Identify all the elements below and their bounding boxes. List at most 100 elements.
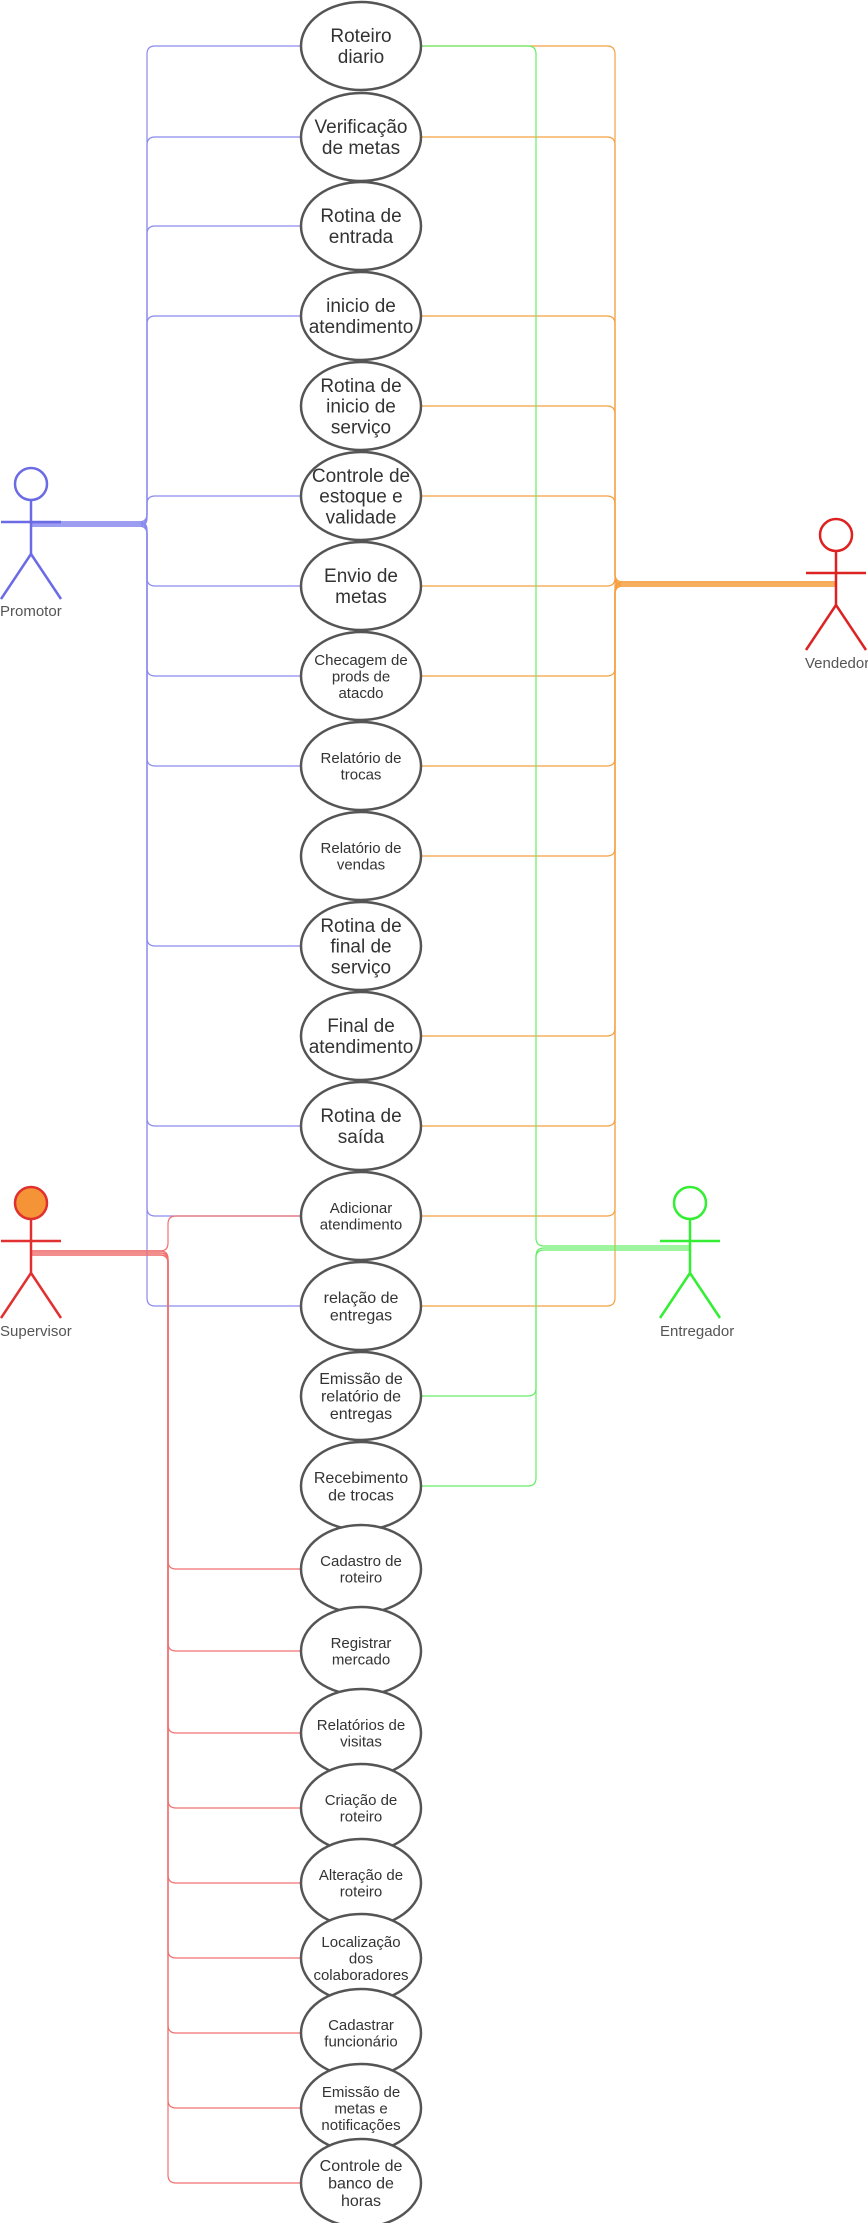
use-case-ellipse — [299, 540, 423, 632]
use-case-label: relação de — [324, 1290, 399, 1307]
association-promotor-relacao-de-entregas — [31, 525, 301, 1307]
use-case-label: Relatório de — [321, 840, 402, 857]
use-case-ellipse — [299, 810, 423, 902]
use-case-label: Controle de — [312, 466, 410, 487]
use-case-label: dos — [349, 1950, 373, 1967]
association-promotor-rotina-de-final-de-servico — [31, 525, 301, 947]
use-case-label: saída — [338, 1127, 385, 1148]
use-case-label: Criação de — [325, 1792, 398, 1809]
use-case-ellipse — [299, 630, 423, 722]
association-promotor-rotina-de-entrada — [31, 225, 301, 527]
use-case-label: mercado — [332, 1652, 390, 1669]
use-case-label: Alteração de — [319, 1867, 403, 1884]
use-case-label: Cadastro de — [320, 1553, 402, 1570]
use-case-label: horas — [341, 2193, 381, 2210]
use-case-label: notificações — [321, 2117, 400, 2134]
use-case-ellipse — [299, 900, 423, 992]
use-case-label: atendimento — [309, 1037, 414, 1058]
use-case-ellipse — [299, 270, 423, 362]
use-case-ellipse — [299, 1170, 423, 1262]
use-case-label: Recebimento — [314, 1470, 408, 1487]
actor-promotor[interactable]: Promotor — [0, 466, 63, 620]
use-case-label: funcionário — [324, 2034, 397, 2051]
association-vendedor-adicionar-atendimento — [421, 585, 836, 1217]
use-case-label: Registrar — [331, 1635, 392, 1652]
use-case-label: Relatório de — [321, 750, 402, 767]
use-case-label: Cadastrar — [328, 2017, 394, 2034]
actor-label: Promotor — [0, 603, 62, 620]
actor-supervisor[interactable]: Supervisor — [0, 1185, 72, 1340]
association-promotor-inicio-de-atendimento — [31, 315, 301, 523]
association-supervisor-registrar-mercado — [31, 1254, 301, 1652]
association-entregador-emissao-de-relatorio-de-entregas — [421, 1247, 690, 1397]
actor-label: Entregador — [660, 1323, 734, 1340]
use-case-ellipse — [299, 0, 423, 92]
use-case-ellipse — [299, 1260, 423, 1352]
use-case-label: inicio de — [326, 397, 396, 418]
association-supervisor-cadastrar-funcionario — [31, 1252, 301, 2034]
use-case-label: metas — [335, 587, 387, 608]
use-case-label: Rotina de — [320, 1106, 401, 1127]
actor-vendedor[interactable]: Vendedor — [804, 517, 868, 672]
association-supervisor-adicionar-atendimento — [31, 1215, 301, 1252]
actor-right-leg-icon — [834, 604, 868, 651]
association-vendedor-final-de-atendimento — [421, 581, 836, 1037]
association-promotor-relatorio-de-trocas — [31, 523, 301, 767]
association-vendedor-checagem-de-prods-de-atacdo — [421, 581, 836, 677]
actor-head-icon — [13, 466, 49, 502]
association-supervisor-localizacao-dos-colaboradores — [31, 1250, 301, 1959]
actor-head-icon — [13, 1185, 49, 1221]
use-case-label: roteiro — [340, 1570, 383, 1587]
actor-left-leg-icon — [658, 1272, 692, 1319]
use-case-label: vendas — [337, 857, 385, 874]
actor-entregador[interactable]: Entregador — [658, 1185, 734, 1340]
association-promotor-adicionar-atendimento — [31, 523, 301, 1217]
use-case-label: trocas — [341, 767, 382, 784]
association-vendedor-rotina-de-saida — [421, 583, 836, 1127]
use-case-label: diario — [338, 47, 384, 68]
use-case-ellipse — [299, 720, 423, 812]
association-promotor-rotina-de-saida — [31, 521, 301, 1127]
use-case-label: Rotina de — [320, 916, 401, 937]
actor-right-leg-icon — [688, 1272, 722, 1319]
use-case-label: entrada — [329, 227, 394, 248]
actor-right-leg-icon — [29, 1272, 63, 1319]
use-case-label: serviço — [331, 418, 391, 439]
actor-left-leg-icon — [0, 553, 33, 600]
use-case-label: inicio de — [326, 296, 396, 317]
association-vendedor-roteiro-diario — [421, 45, 836, 583]
use-case-label: serviço — [331, 958, 391, 979]
use-case-label: colaboradores — [313, 1967, 408, 1984]
actor-left-leg-icon — [804, 604, 838, 651]
association-lines — [31, 45, 836, 2184]
use-case-label: atendimento — [320, 1217, 403, 1234]
actor-right-leg-icon — [29, 553, 63, 600]
association-supervisor-controle-de-banco-de-horas — [31, 1250, 301, 2184]
